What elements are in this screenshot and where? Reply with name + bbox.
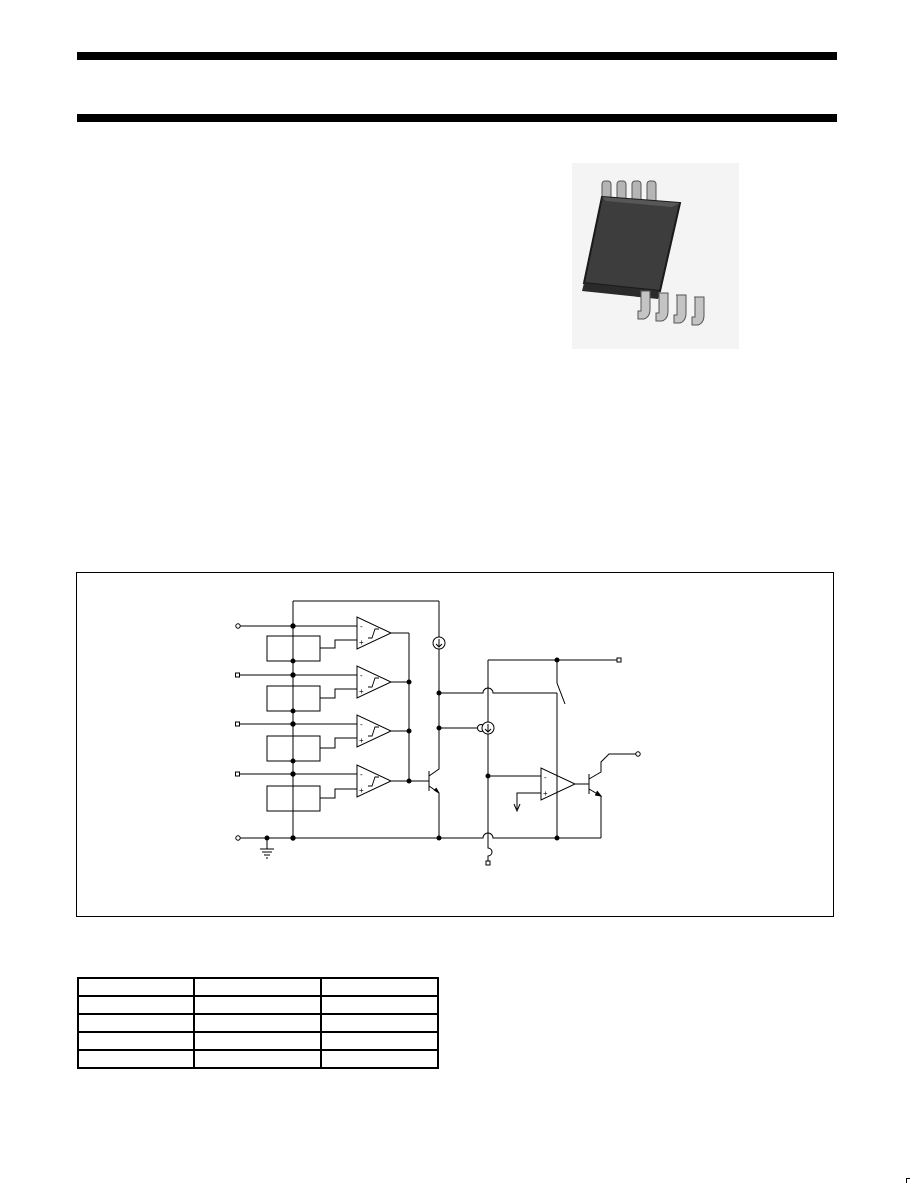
corner-crop-mark bbox=[906, 1178, 910, 1183]
table-cell bbox=[193, 1031, 322, 1051]
table-cell bbox=[320, 995, 439, 1015]
table-cell bbox=[77, 1049, 195, 1069]
ic-package-image bbox=[572, 163, 739, 349]
table-cell bbox=[320, 1031, 439, 1051]
table-header-cell bbox=[193, 977, 322, 997]
svg-text:-: - bbox=[360, 671, 363, 680]
header-rule-bottom bbox=[77, 114, 837, 122]
ordering-table bbox=[77, 977, 439, 1069]
table-row bbox=[77, 1049, 439, 1069]
svg-text:-: - bbox=[360, 770, 363, 779]
table-cell bbox=[320, 1013, 439, 1033]
table-header-cell bbox=[320, 977, 439, 997]
table-cell bbox=[77, 1013, 195, 1033]
table-row bbox=[77, 1013, 439, 1033]
block-diagram: - + - + - + - + - + bbox=[76, 572, 834, 917]
svg-text:+: + bbox=[359, 786, 364, 795]
table-header-cell bbox=[77, 977, 195, 997]
header-rule-top bbox=[77, 52, 837, 60]
table-cell bbox=[320, 1049, 439, 1069]
svg-text:+: + bbox=[543, 789, 548, 798]
comparators bbox=[356, 616, 393, 798]
table-row bbox=[77, 1031, 439, 1051]
svg-text:-: - bbox=[360, 720, 363, 729]
table-cell bbox=[193, 1049, 322, 1069]
table-header-row bbox=[77, 977, 439, 997]
svg-text:+: + bbox=[359, 736, 364, 745]
svg-text:-: - bbox=[544, 773, 547, 782]
table-cell bbox=[77, 995, 195, 1015]
table-row bbox=[77, 995, 439, 1015]
svg-text:+: + bbox=[359, 687, 364, 696]
table-cell bbox=[77, 1031, 195, 1051]
input-terminals bbox=[235, 623, 241, 841]
table-cell bbox=[193, 1013, 322, 1033]
svg-text:-: - bbox=[360, 622, 363, 631]
svg-text:+: + bbox=[359, 638, 364, 647]
table-cell bbox=[193, 995, 322, 1015]
